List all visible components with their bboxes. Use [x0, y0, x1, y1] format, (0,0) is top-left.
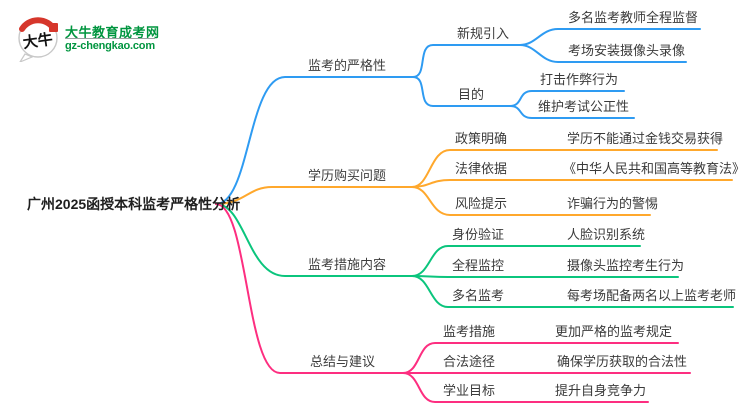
- leaf-node[interactable]: 人脸识别系统: [567, 227, 646, 242]
- site-logo[interactable]: 大牛 大牛教育成考网 gz-chengkao.com: [15, 10, 235, 62]
- subtopic-node-identity-check[interactable]: 身份验证: [452, 227, 505, 242]
- daniu-logo-icon: 大牛: [18, 17, 58, 62]
- connector: [411, 275, 679, 278]
- site-name: 大牛教育成考网: [65, 25, 160, 40]
- connector: [509, 105, 635, 119]
- site-domain: gz-chengkao.com: [65, 40, 155, 52]
- leaf-node[interactable]: 考场安装摄像头录像: [568, 43, 686, 58]
- logo-seal: [49, 23, 58, 32]
- root-node[interactable]: 广州2025函授本科监考严格性分析: [27, 196, 241, 212]
- leaf-node[interactable]: 诈骗行为的警惕: [567, 196, 659, 211]
- branch-node-strictness[interactable]: 监考的严格性: [308, 58, 387, 73]
- connector: [215, 76, 414, 205]
- leaf-node[interactable]: 维护考试公正性: [538, 99, 630, 114]
- logo-divider: [65, 38, 155, 39]
- connector: [412, 76, 511, 107]
- leaf-node[interactable]: 更加严格的监考规定: [555, 324, 673, 339]
- subtopic-node-new-rules[interactable]: 新规引入: [457, 26, 510, 41]
- branch-node-measures[interactable]: 监考措施内容: [308, 257, 387, 272]
- connector: [215, 186, 413, 205]
- leaf-node[interactable]: 确保学历获取的合法性: [557, 354, 688, 369]
- leaf-node[interactable]: 多名监考教师全程监督: [568, 10, 699, 25]
- leaf-node[interactable]: 学历不能通过金钱交易获得: [567, 131, 724, 146]
- branch-node-summary[interactable]: 总结与建议: [310, 354, 376, 369]
- leaf-node[interactable]: 《中华人民共和国高等教育法》: [563, 161, 746, 176]
- subtopic-node-multiple-invigilators[interactable]: 多名监考: [452, 288, 505, 303]
- leaf-node[interactable]: 摄像头监控考生行为: [567, 258, 685, 273]
- leaf-node[interactable]: 打击作弊行为: [540, 72, 619, 87]
- connector: [519, 44, 687, 63]
- subtopic-node-policy[interactable]: 政策明确: [455, 131, 508, 146]
- connector: [402, 342, 679, 374]
- subtopic-node-risk-alert[interactable]: 风险提示: [455, 196, 508, 211]
- subtopic-node-purpose[interactable]: 目的: [458, 87, 485, 102]
- connector: [519, 28, 701, 46]
- subtopic-node-invigilation[interactable]: 监考措施: [443, 324, 496, 339]
- connector: [402, 372, 649, 403]
- leaf-node[interactable]: 提升自身竞争力: [555, 383, 647, 398]
- connector: [215, 203, 404, 374]
- logo-bubble-tail: [19, 53, 34, 62]
- leaf-node[interactable]: 每考场配备两名以上监考老师: [567, 288, 737, 303]
- connector: [215, 203, 413, 277]
- connector: [411, 275, 734, 308]
- subtopic-node-full-monitoring[interactable]: 全程监控: [452, 258, 505, 273]
- logo-mark-text: 大牛: [22, 30, 54, 52]
- subtopic-node-study-goal[interactable]: 学业目标: [443, 383, 496, 398]
- subtopic-node-legal-way[interactable]: 合法途径: [443, 354, 496, 369]
- connector: [411, 179, 733, 188]
- connector: [411, 186, 651, 216]
- connector: [411, 245, 641, 277]
- subtopic-node-legal-basis[interactable]: 法律依据: [455, 161, 508, 176]
- branch-node-diploma-buying[interactable]: 学历购买问题: [308, 168, 387, 183]
- connector: [412, 44, 521, 78]
